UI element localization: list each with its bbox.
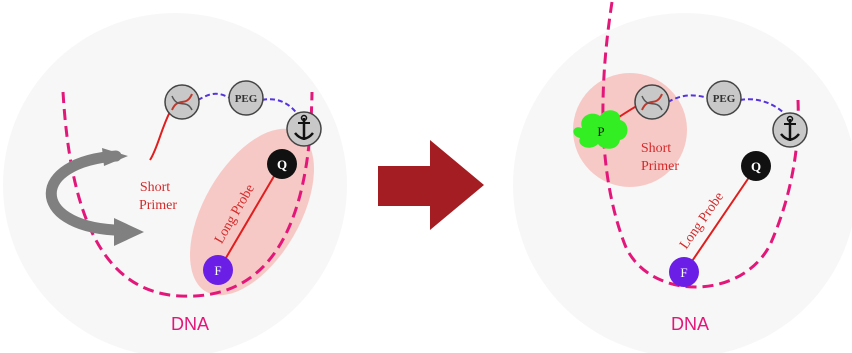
right-panel-background [513, 13, 852, 353]
short-primer-label-line1: Short [641, 141, 671, 156]
fluorophore-node: F [669, 257, 699, 287]
quencher-node: Q [267, 149, 297, 179]
right-arrow-icon [378, 140, 484, 230]
peg-linker [667, 94, 709, 103]
peg-linker [197, 92, 231, 101]
long-probe-strand [685, 169, 755, 271]
dna-label: DNA [171, 314, 209, 334]
p-node: P [573, 110, 628, 149]
long-probe-strand [219, 165, 281, 269]
peg-label: PEG [713, 93, 736, 105]
right-panel: P PEG Q F [513, 1, 852, 353]
quencher-node: Q [741, 151, 771, 181]
peg-label: PEG [235, 93, 258, 105]
rotation-arrow-icon [45, 148, 144, 246]
dna-strand [61, 91, 314, 298]
quencher-label: Q [751, 159, 761, 174]
quencher-label: Q [277, 157, 287, 172]
anchor-icon [286, 111, 322, 147]
peg-node: PEG [228, 80, 264, 116]
left-panel: PEG Q F Long Probe Short Primer [3, 13, 347, 353]
dna-helix-icon [164, 84, 200, 120]
fluorophore-label: F [214, 263, 221, 278]
short-primer-label-line2: Primer [641, 159, 679, 174]
p-label: P [597, 124, 604, 139]
fluorophore-label: F [680, 265, 687, 280]
dna-helix-icon [634, 84, 670, 120]
peg-node: PEG [706, 80, 742, 116]
short-primer-label-line2: Primer [139, 198, 177, 213]
anchor-icon [772, 112, 808, 148]
short-primer-label-line1: Short [140, 180, 170, 195]
dna-label: DNA [671, 314, 709, 334]
fluorophore-node: F [203, 255, 233, 285]
